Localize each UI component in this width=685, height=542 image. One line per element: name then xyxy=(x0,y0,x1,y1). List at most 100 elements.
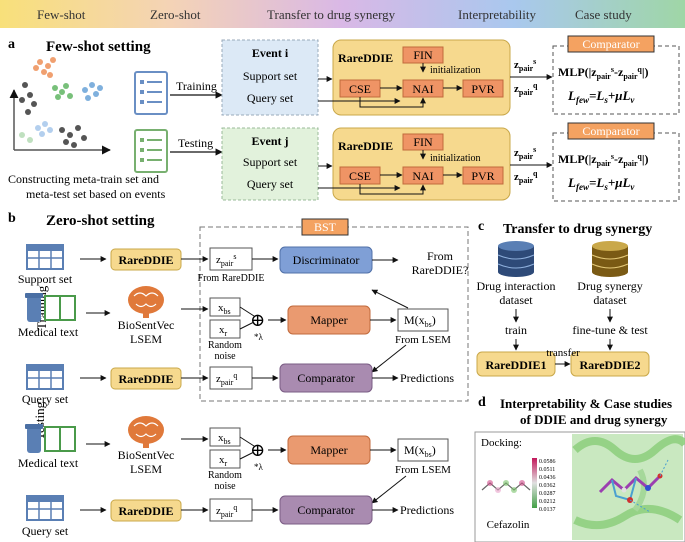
xr-text-train: xr xyxy=(219,324,228,338)
from-raredie-label: From RareDDIE xyxy=(198,273,265,284)
tab-transfer: Transfer to drug synergy xyxy=(267,7,396,22)
raredie-query-test-label: RareDDIE xyxy=(118,504,173,518)
fin-bottom: FIN xyxy=(413,135,433,149)
tab-zero-shot: Zero-shot xyxy=(150,7,201,22)
db1-label-2: dataset xyxy=(499,293,533,307)
panel-a-caption-1: Constructing meta-train set and xyxy=(8,172,159,186)
db1-label-1: Drug interaction xyxy=(477,279,556,293)
lsem-label-test: LSEM xyxy=(130,462,162,476)
from-lsem-label-test: From LSEM xyxy=(395,464,451,476)
z-pair-bottom: zpairs zpairq xyxy=(510,145,553,185)
scale-label-5: 0.0212 xyxy=(539,499,556,505)
raredie-query-train-label: RareDDIE xyxy=(118,372,173,386)
predictions-label-train: Predictions xyxy=(400,371,454,385)
document-icon-train xyxy=(134,71,168,115)
random-label-test: Random xyxy=(208,470,242,481)
medical-text-label-train: Medical text xyxy=(18,325,79,339)
m-xbs-text-train: M(xbs) xyxy=(404,313,436,329)
plus-circle-train: ⊕ xyxy=(250,310,265,330)
medicine-book-icon-test xyxy=(25,424,76,453)
scale-label-6: 0.0137 xyxy=(539,507,556,513)
panel-a-title: Few-shot setting xyxy=(46,39,151,55)
comparator-title-bottom: Comparator xyxy=(582,124,639,138)
mapper-label-test: Mapper xyxy=(310,443,347,457)
panel-a-caption-2: meta-test set based on events xyxy=(26,187,166,201)
comparator-top: Comparator MLP(|zpairs-zpairq|) Lfew=Ls+… xyxy=(552,35,680,115)
bst-region xyxy=(199,226,469,402)
panel-d-title-2: of DDIE and drug synergy xyxy=(520,412,668,427)
biosentvec-label-train: BioSentVec xyxy=(118,318,175,332)
grid-icon-query-train xyxy=(26,364,64,390)
event-i-title: Event i xyxy=(252,46,289,60)
svg-text:Lfew=Ls+μLv: Lfew=Ls+μLv xyxy=(567,88,635,105)
model-name-bottom: RareDDIE xyxy=(338,139,393,153)
panel-b-letter: b xyxy=(8,211,16,226)
zpair-s-text: zpairs xyxy=(216,252,236,268)
medicine-book-icon-train xyxy=(25,293,76,322)
nai-top: NAI xyxy=(412,82,433,96)
raredie2-box xyxy=(570,351,650,377)
scale-label-3: 0.0362 xyxy=(539,483,556,489)
pvr-top: PVR xyxy=(471,82,494,96)
noise-label-test: noise xyxy=(214,481,236,492)
event-i-box: Event i Support set Query set xyxy=(221,39,319,116)
event-j-box: Event j Support set Query set xyxy=(221,127,319,201)
scale-label-1: 0.0511 xyxy=(539,467,555,473)
color-scale-bar xyxy=(532,458,537,508)
from-raredie-q-2: RareDDIE? xyxy=(412,263,469,277)
event-j-query: Query set xyxy=(247,177,294,191)
protein-ribbon-icon xyxy=(572,435,685,530)
comparator-title-top: Comparator xyxy=(582,37,639,51)
molecule-2d-icon xyxy=(481,480,531,493)
svg-text:zpairq: zpairq xyxy=(514,81,538,97)
z-pair-top: zpairs zpairq xyxy=(510,57,553,97)
query-set-label-test: Query set xyxy=(22,524,69,538)
panel-a-letter: a xyxy=(8,37,15,52)
panel-c-letter: c xyxy=(478,219,484,234)
raredie1-label: RareDDIE1 xyxy=(485,358,546,372)
event-j-support: Support set xyxy=(243,155,298,169)
mapper-label-train: Mapper xyxy=(310,313,347,327)
cse-top: CSE xyxy=(349,82,371,96)
xbs-text-train: xbs xyxy=(218,302,231,316)
model-name-top: RareDDIE xyxy=(338,51,393,65)
raredie-model-top: RareDDIE FIN initialization CSE NAI PVR xyxy=(332,39,511,116)
transfer-label: transfer xyxy=(546,347,580,359)
noise-label-train: noise xyxy=(214,351,236,362)
cse-bottom: CSE xyxy=(349,169,371,183)
docking-figure: Docking: 0.0586 0.0511 0.0436 0.0362 0.0… xyxy=(474,431,685,542)
brain-icon-train xyxy=(128,286,164,318)
zpair-q-text-train: zpairq xyxy=(216,371,237,387)
database-icon-synergy xyxy=(591,241,629,277)
scale-label-0: 0.0586 xyxy=(539,459,556,465)
db2-label-1: Drug synergy xyxy=(577,279,642,293)
raredie-support-label: RareDDIE xyxy=(118,253,173,267)
m-xbs-box-test xyxy=(397,438,449,462)
medical-text-label-test: Medical text xyxy=(18,456,79,470)
comparator-label-train: Comparator xyxy=(297,371,354,385)
init-top: initialization xyxy=(430,65,481,76)
from-lsem-label-train: From LSEM xyxy=(395,334,451,346)
header-bar: Few-shot Zero-shot Transfer to drug syne… xyxy=(0,0,685,28)
panel-c-title: Transfer to drug synergy xyxy=(503,222,652,237)
fin-top: FIN xyxy=(413,48,433,62)
predictions-label-test: Predictions xyxy=(400,503,454,517)
drug-name: Cefazolin xyxy=(487,519,530,531)
train-label: train xyxy=(505,323,527,337)
panel-d-title-1: Interpretability & Case studies xyxy=(500,396,672,411)
pvr-bottom: PVR xyxy=(471,169,494,183)
tab-few-shot: Few-shot xyxy=(37,7,86,22)
bst-label: BST xyxy=(314,220,337,234)
lsem-label-train: LSEM xyxy=(130,332,162,346)
raredie-model-bottom: RareDDIE FIN initialization CSE NAI PVR xyxy=(332,127,511,201)
testing-arrow-label: Testing xyxy=(178,136,213,150)
support-set-label: Support set xyxy=(18,272,73,286)
xr-text-test: xr xyxy=(219,454,228,468)
svg-text:zpairq: zpairq xyxy=(514,169,538,185)
finetune-label: fine-tune & test xyxy=(572,323,648,337)
lambda-test: *λ xyxy=(254,462,264,472)
comparator-label-test: Comparator xyxy=(297,503,354,517)
grid-icon-query-test xyxy=(26,495,64,521)
scale-label-2: 0.0436 xyxy=(539,475,556,481)
